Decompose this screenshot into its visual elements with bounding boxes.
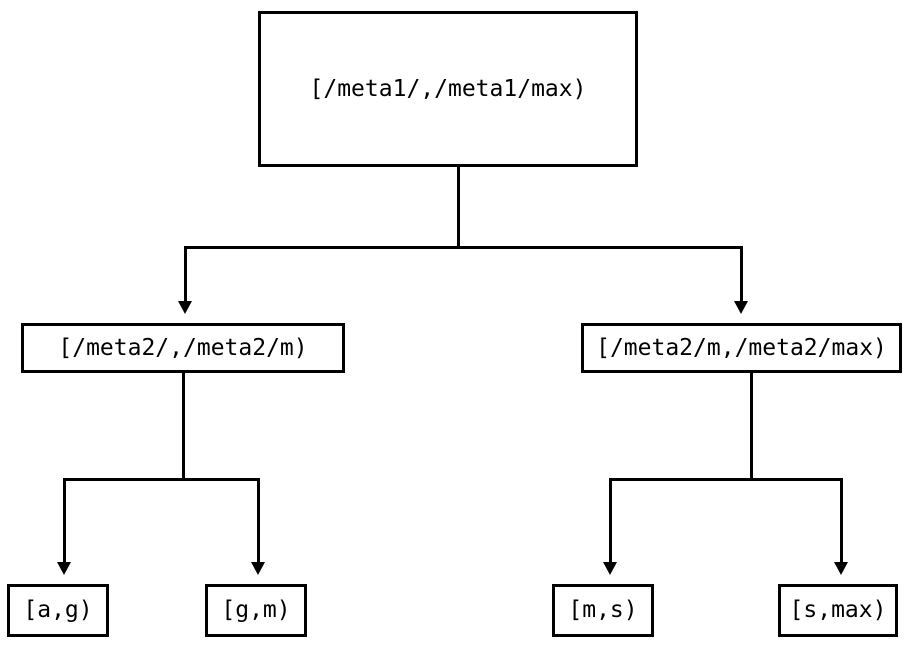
- edge-meta2-low-to-leaf-gm: [257, 478, 260, 563]
- tree-node-leaf-smax[interactable]: [s,max): [778, 584, 898, 637]
- edge-meta2-high-bus: [609, 478, 843, 481]
- tree-node-leaf-gm[interactable]: [g,m): [205, 584, 307, 637]
- arrowhead-root-to-meta2-high: [734, 301, 748, 314]
- edge-meta2-low-bus: [63, 478, 260, 481]
- tree-node-leaf-gm-label: [g,m): [221, 597, 291, 623]
- tree-node-meta2-low[interactable]: [/meta2/,/meta2/m): [21, 323, 345, 373]
- edge-root-stem: [457, 167, 460, 249]
- edge-meta2-low-to-leaf-ag: [63, 478, 66, 563]
- tree-node-root-label: [/meta1/,/meta1/max): [309, 75, 587, 102]
- tree-node-leaf-smax-label: [s,max): [789, 597, 887, 623]
- tree-node-meta2-high[interactable]: [/meta2/m,/meta2/max): [581, 323, 902, 373]
- tree-node-leaf-ag-label: [a,g): [23, 597, 93, 623]
- arrowhead-meta2-high-to-leaf-smax: [834, 562, 848, 575]
- edge-meta2-low-stem: [182, 373, 185, 481]
- arrowhead-root-to-meta2-low: [178, 301, 192, 314]
- tree-node-leaf-ms-label: [m,s): [568, 597, 638, 623]
- tree-node-root[interactable]: [/meta1/,/meta1/max): [258, 11, 638, 167]
- arrowhead-meta2-low-to-leaf-gm: [251, 562, 265, 575]
- arrowhead-meta2-low-to-leaf-ag: [57, 562, 71, 575]
- edge-meta2-high-to-leaf-smax: [840, 478, 843, 563]
- edge-root-bus: [184, 246, 743, 249]
- tree-node-leaf-ag[interactable]: [a,g): [7, 584, 109, 637]
- edge-meta2-high-to-leaf-ms: [609, 478, 612, 563]
- arrowhead-meta2-high-to-leaf-ms: [603, 562, 617, 575]
- edge-root-to-meta2-low: [184, 246, 187, 303]
- tree-node-leaf-ms[interactable]: [m,s): [552, 584, 654, 637]
- tree-node-meta2-low-label: [/meta2/,/meta2/m): [58, 334, 308, 361]
- edge-root-to-meta2-high: [740, 246, 743, 303]
- edge-meta2-high-stem: [750, 373, 753, 481]
- tree-node-meta2-high-label: [/meta2/m,/meta2/max): [596, 334, 887, 361]
